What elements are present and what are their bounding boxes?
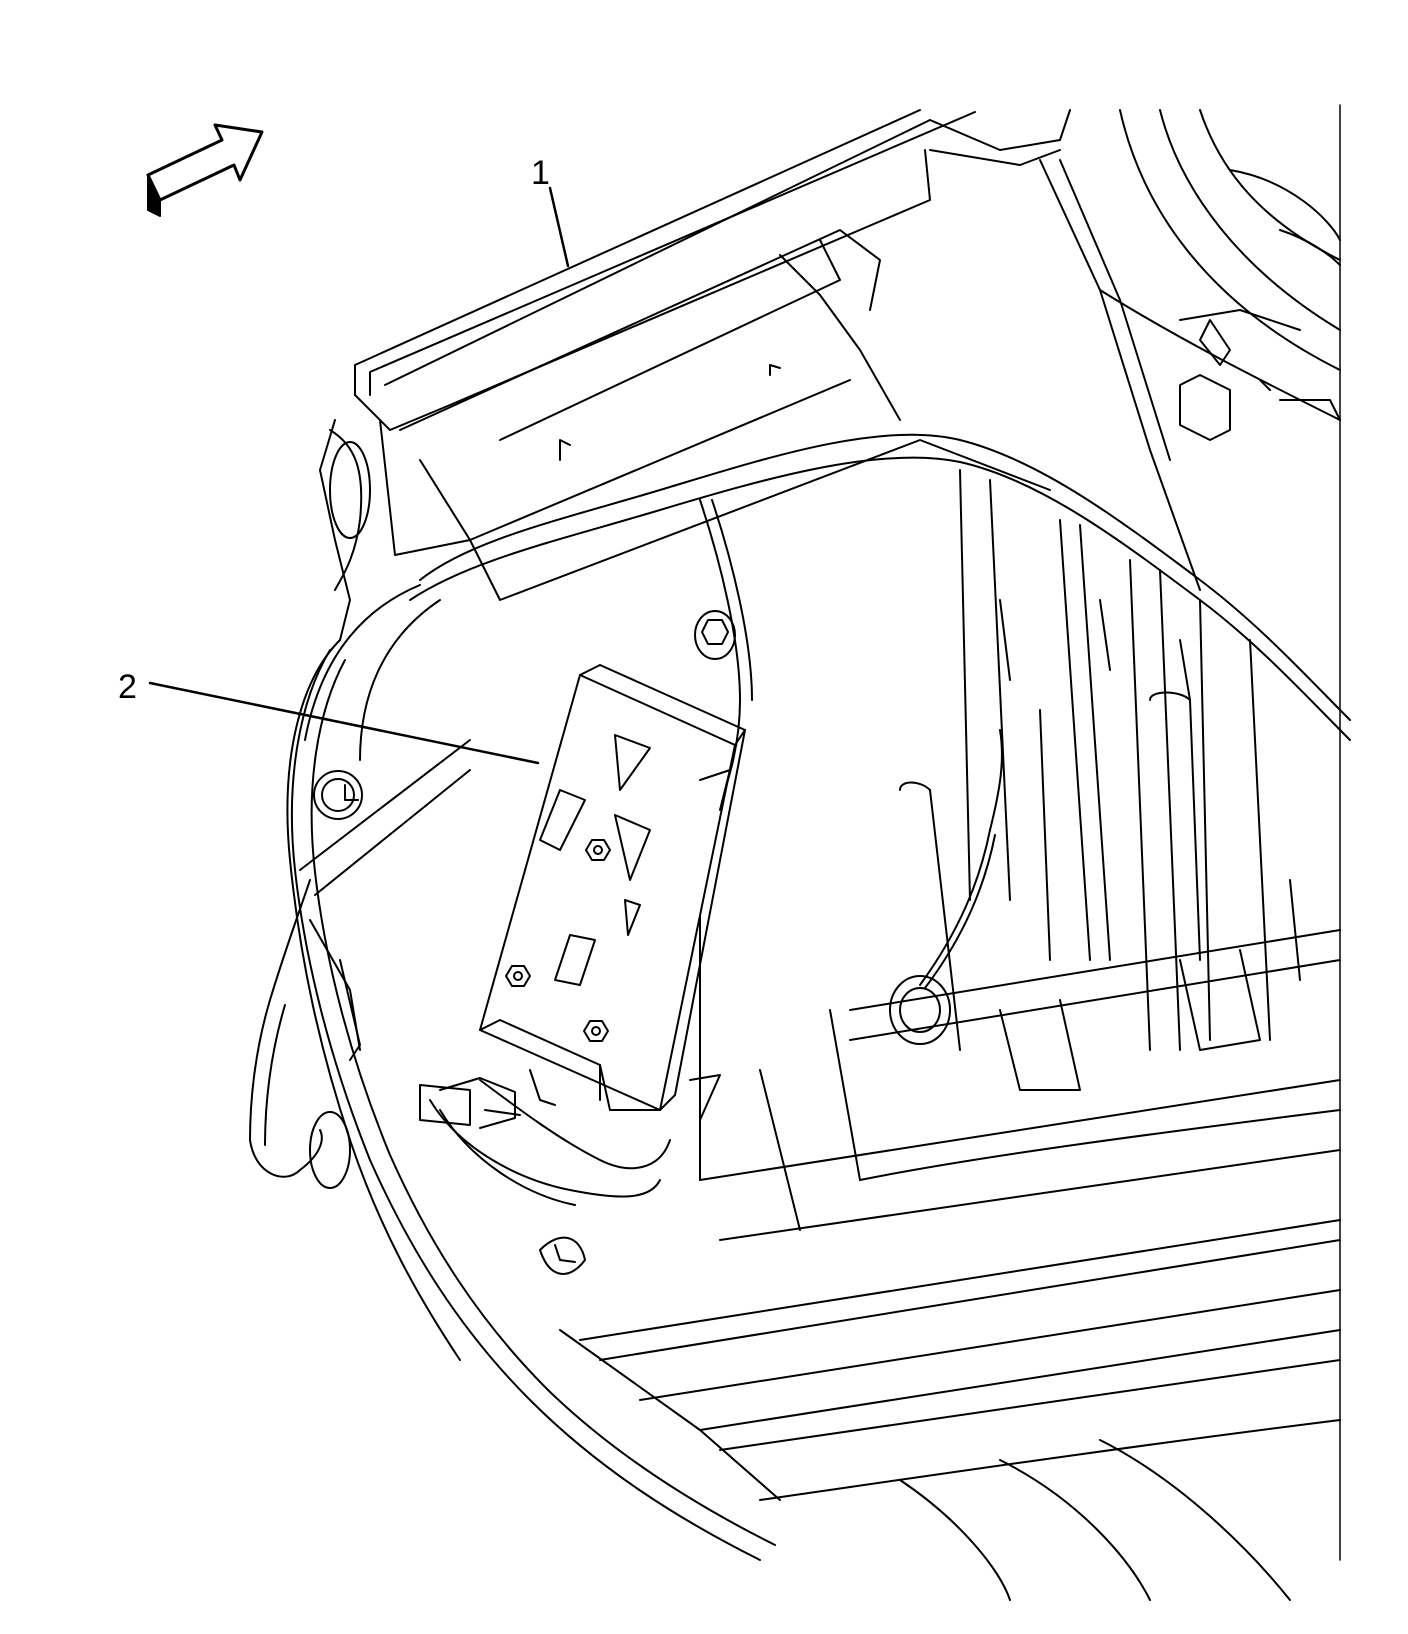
rear-window-trim-panel (354, 109, 1071, 601)
callout-label-1: 1 (531, 154, 550, 192)
wiring-harness (419, 499, 753, 1275)
callout-label-2: 2 (118, 668, 137, 706)
left-quarter-panel (249, 419, 471, 1361)
module-mount-bolt (694, 610, 736, 660)
callout-leaders (148, 186, 570, 765)
trunk-floor-panels (559, 109, 1341, 1601)
trunk-opening-seal (290, 433, 1351, 1561)
bracket-nut-upper (585, 839, 611, 861)
leader-line-2 (148, 681, 540, 765)
bracket-nut-lower-right (583, 1020, 609, 1042)
forward-arrow-icon (146, 123, 264, 217)
leader-line-1 (548, 186, 570, 268)
module-bracket (479, 610, 746, 1121)
bracket-nut-lower-left (505, 965, 531, 987)
